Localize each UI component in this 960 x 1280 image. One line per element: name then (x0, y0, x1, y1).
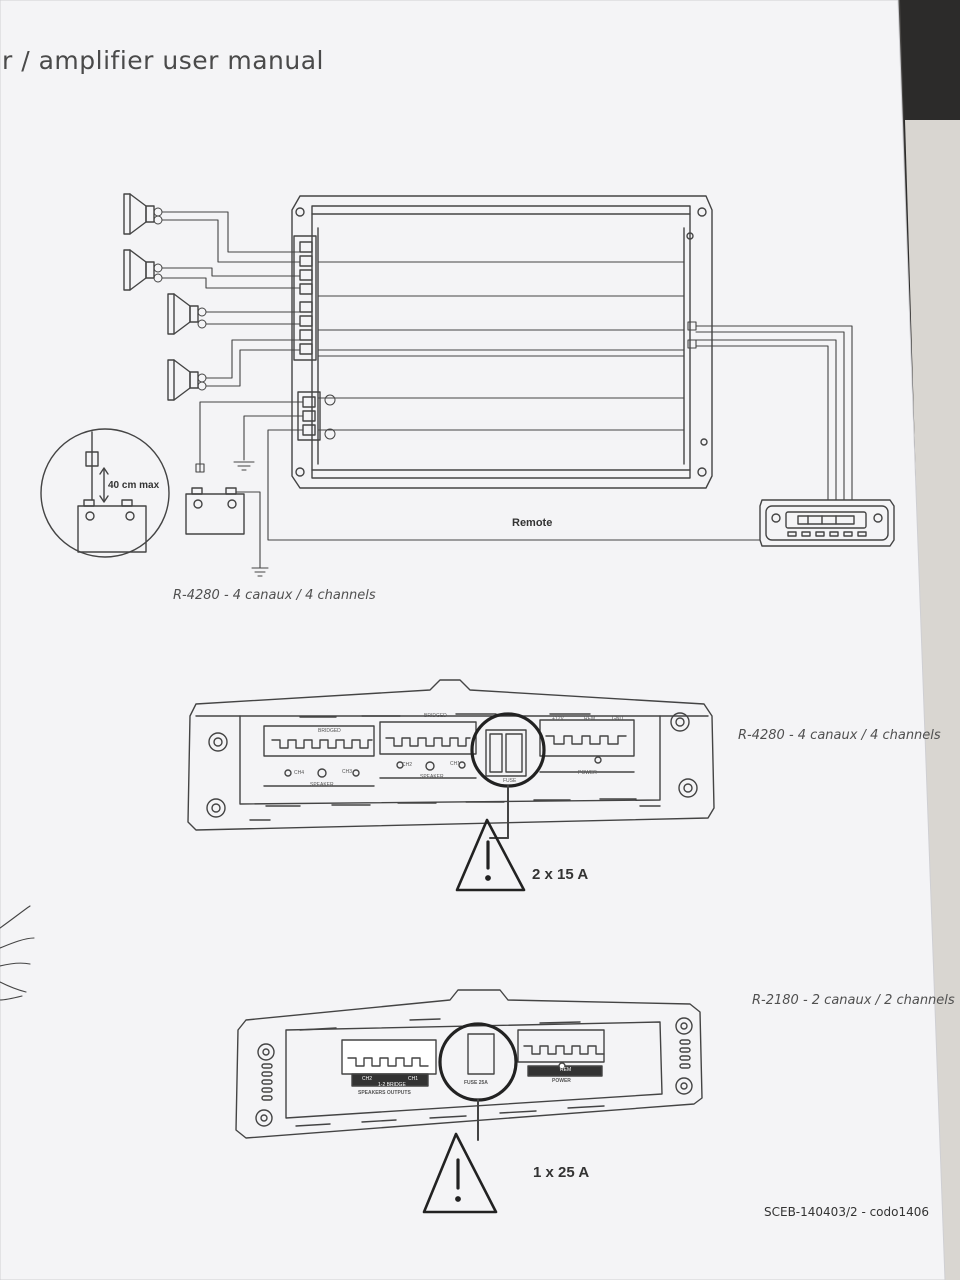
power-label: POWER (578, 770, 597, 776)
distance-label: 40 cm max (108, 480, 160, 491)
fuse-rating-4280: 2 x 15 A (532, 866, 589, 883)
ch4-label: CH4 (294, 770, 305, 776)
amp-2180-fuse-callout (438, 1022, 518, 1141)
document-reference: SCEB-140403/2 - codo1406 (764, 1205, 930, 1219)
fuse-label: FUSE (503, 778, 517, 784)
fuse-rating-2180: 1 x 25 A (533, 1164, 590, 1181)
bridge-label: 1-2 BRIDGE (378, 1082, 406, 1088)
amp-4280-caption: R-4280 - 4 canaux / 4 channels (738, 728, 941, 743)
gnd-label: GND (612, 716, 624, 722)
hand-illustration (0, 905, 35, 1001)
ch3-label: CH3 (342, 769, 353, 775)
ch2-label: CH2 (362, 1076, 373, 1082)
warning-icon (455, 818, 526, 892)
ch1-label: CH1 (450, 761, 461, 767)
amp-2180-caption: R-2180 - 2 canaux / 2 channels (752, 993, 955, 1008)
ch1-label: CH1 (408, 1076, 419, 1082)
fuse-25a-label: FUSE 25A (464, 1080, 488, 1086)
speaker-wires (161, 211, 301, 387)
bridged-label: BRIDGED (424, 713, 447, 719)
bridged-label: BRIDGED (318, 728, 341, 734)
speaker-label: SPEAKER (420, 774, 444, 780)
speaker-3 (167, 293, 199, 335)
battery (185, 487, 245, 535)
wiring-caption: R-4280 - 4 canaux / 4 channels (173, 588, 376, 603)
speakers-outputs-label: SPEAKERS OUTPUTS (358, 1090, 411, 1096)
remote-wire-label: Remote (512, 517, 553, 529)
ch2-label: CH2 (402, 762, 413, 768)
plus-12v-label: +12V (552, 716, 564, 722)
warning-icon (422, 1132, 498, 1214)
speaker-label: SPEAKER (310, 782, 334, 788)
amplifier-top-view (291, 195, 713, 489)
rca-signal-wires (687, 321, 853, 501)
head-unit (759, 499, 895, 547)
fuse-distance-inset (40, 428, 170, 558)
amp-2180-end-panel (235, 989, 703, 1139)
page-header-title: r / amplifier user manual (2, 46, 324, 75)
amp-4280-fuse-callout (470, 712, 546, 839)
speaker-terminal-block (293, 235, 317, 361)
rem-label: REM (560, 1067, 572, 1073)
power-wires (195, 401, 761, 577)
power-label: POWER (552, 1078, 571, 1084)
rem-label: REM (584, 716, 596, 722)
